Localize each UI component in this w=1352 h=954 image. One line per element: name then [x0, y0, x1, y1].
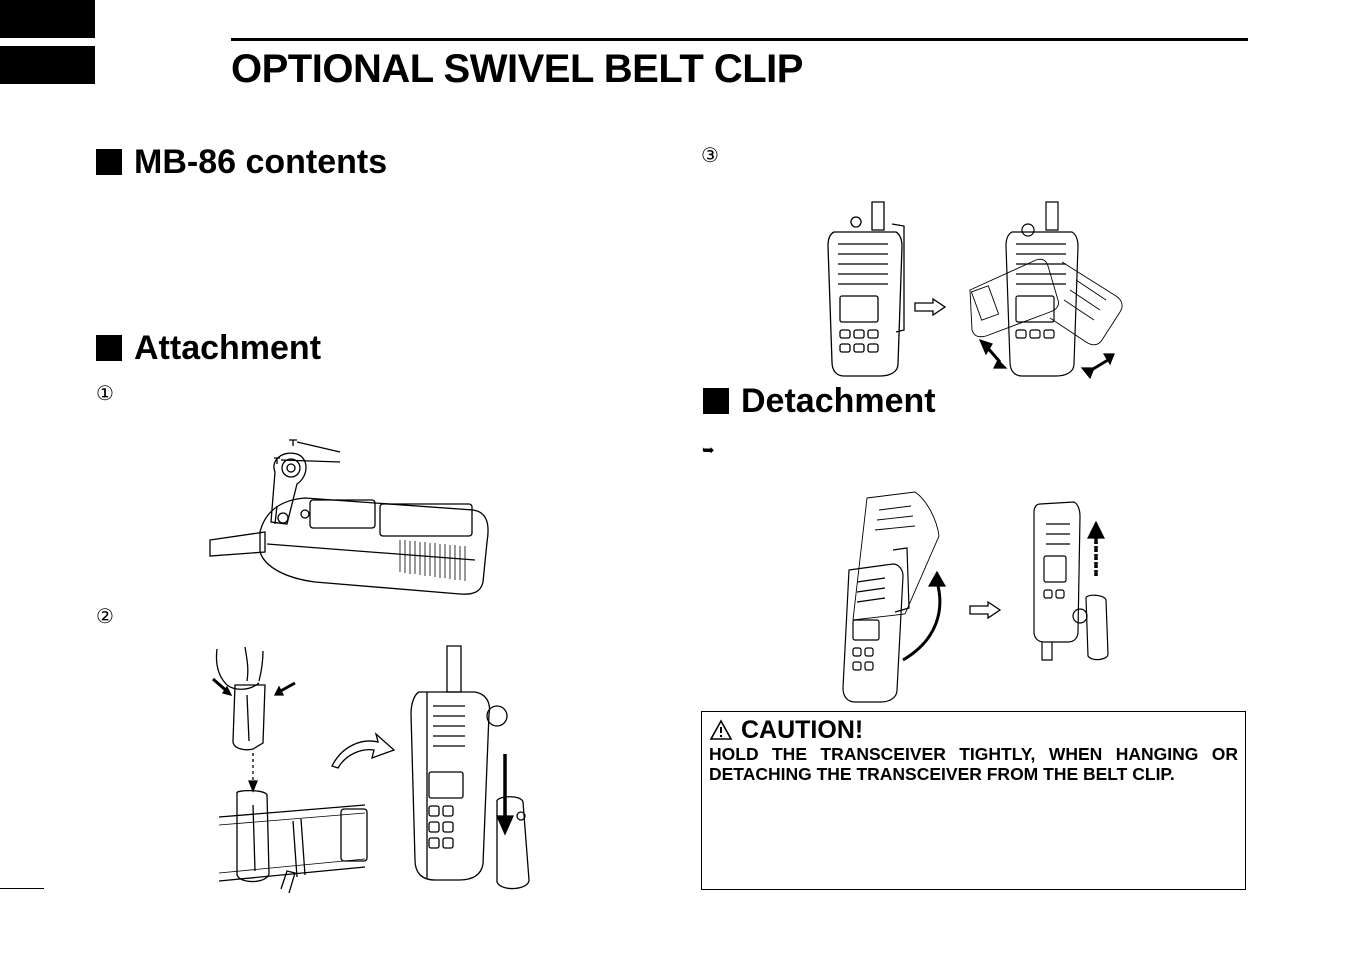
warning-triangle-icon [709, 719, 733, 740]
clip-base-screw-illustration [205, 432, 505, 602]
caution-box: CAUTION! HOLD THE TRANSCEIVER TIGHTLY, W… [701, 711, 1246, 890]
section-heading-detachment-label: Detachment [741, 382, 936, 420]
page-tab-bottom [0, 46, 95, 84]
right-arrow-icon [913, 297, 947, 317]
footer-rule [0, 888, 44, 889]
radio-rotate-off-clip-illustration [833, 490, 955, 706]
radio-lift-from-clip-illustration [1030, 500, 1120, 668]
caution-heading: CAUTION! [709, 716, 1238, 744]
section-heading-detachment: Detachment [703, 381, 936, 421]
step-number-1: ① [96, 383, 114, 405]
section-heading-contents-label: MB-86 contents [134, 143, 388, 181]
page-title: OPTIONAL SWIVEL BELT CLIP [231, 47, 803, 91]
title-rule [231, 38, 1248, 41]
section-heading-attachment-label: Attachment [134, 329, 322, 367]
right-arrow-icon [968, 600, 1002, 620]
step-number-2: ② [96, 606, 114, 628]
radio-swivel-rotation-illustration [966, 200, 1144, 380]
section-heading-contents: MB-86 contents [96, 142, 387, 182]
detachment-bullet-icon: ➥ [702, 442, 715, 459]
radio-slide-onto-clip-illustration [405, 644, 535, 894]
page-tab-top [0, 0, 95, 38]
section-heading-attachment: Attachment [96, 328, 321, 368]
caution-text: HOLD THE TRANSCEIVER TIGHTLY, WHEN HANGI… [709, 744, 1238, 784]
radio-front-on-clip-illustration [826, 200, 906, 376]
curved-arrow-icon [328, 728, 398, 770]
belt-clip-on-belt-illustration [205, 645, 370, 893]
step-number-3: ③ [701, 145, 719, 167]
square-bullet-icon [96, 335, 122, 361]
square-bullet-icon [96, 149, 122, 175]
square-bullet-icon [703, 388, 729, 414]
caution-heading-label: CAUTION! [741, 716, 864, 744]
